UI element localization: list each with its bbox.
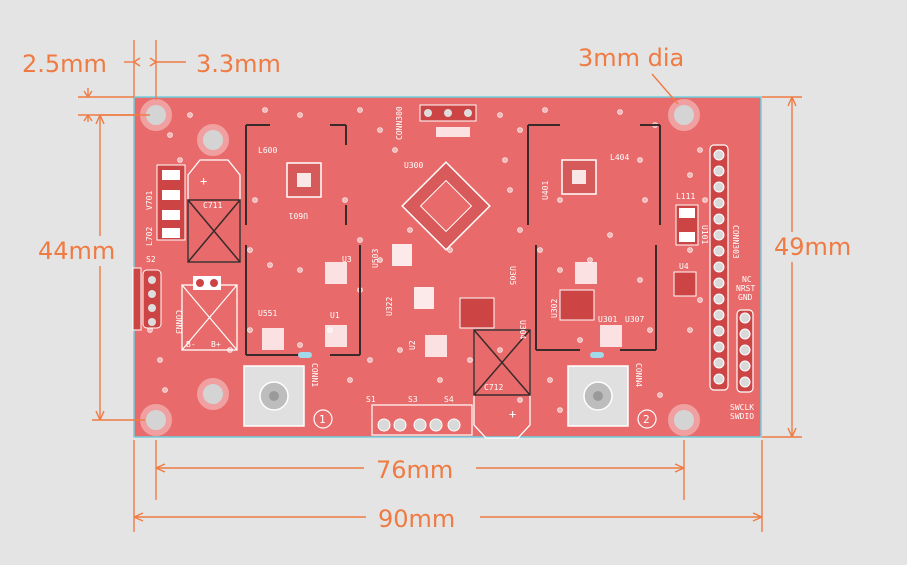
label-nrst: NRST xyxy=(736,284,755,293)
small-ics: U503 U304 U305 U322 U302 U307 U301 U3 U1… xyxy=(258,244,644,358)
conn303: CONN303 xyxy=(709,144,740,391)
label-u300: U300 xyxy=(404,161,423,170)
dimension-annotations: 2.5mm 3.3mm 3mm dia 44mm 49mm 76mm xyxy=(22,40,858,533)
label-u3: U3 xyxy=(342,255,352,264)
mounting-hole-left-mid-top xyxy=(197,124,229,156)
label-u1: U1 xyxy=(330,311,340,320)
label-s4: S4 xyxy=(444,395,454,404)
label-circle-2: 2 xyxy=(643,413,650,426)
label-u601: U601 xyxy=(289,211,308,220)
c711-capacitor: + C711 xyxy=(187,159,241,263)
l111-u101: L111 U101 xyxy=(675,192,709,246)
pcb-board: U300 CONN300 L600 U601 L404 U401 xyxy=(132,96,762,439)
mcu-u300: U300 xyxy=(401,161,491,251)
conn4-sma: CONN4 2 xyxy=(567,363,657,429)
label-s3: S3 xyxy=(408,395,418,404)
v701-l702: V701 L702 xyxy=(145,164,186,246)
label-u401: U401 xyxy=(541,181,550,200)
label-conn1: CONN1 xyxy=(310,363,319,387)
label-conn303: CONN303 xyxy=(731,225,740,259)
board-outline xyxy=(133,96,762,438)
dim-hole-offset-y: 3.3mm xyxy=(196,50,281,78)
conn3-battery: CONN3 B- B+ xyxy=(174,276,238,351)
svg-text:+: + xyxy=(200,174,207,188)
label-u2: U2 xyxy=(408,340,417,350)
label-u4: U4 xyxy=(679,262,689,271)
label-l404: L404 xyxy=(610,153,629,162)
u4: U4 xyxy=(673,262,697,297)
mounting-hole-bottom-left xyxy=(140,404,172,436)
rf-chip-left: L600 U601 xyxy=(258,146,322,220)
label-swdio: SWDIO xyxy=(730,412,754,421)
label-u305: U305 xyxy=(508,266,517,285)
label-s1: S1 xyxy=(366,395,376,404)
label-b-minus: B- xyxy=(186,340,196,349)
label-c711: C711 xyxy=(203,201,222,210)
dim-board-width: 90mm xyxy=(378,505,455,533)
label-u322: U322 xyxy=(385,297,394,316)
label-u551: U551 xyxy=(258,309,277,318)
label-swclk: SWCLK xyxy=(730,403,754,412)
mounting-hole-bottom-right xyxy=(668,404,700,436)
dim-hole-spacing-x: 76mm xyxy=(376,456,453,484)
label-circle-1: 1 xyxy=(319,413,326,426)
svg-text:+: + xyxy=(509,407,516,421)
label-u307: U307 xyxy=(625,315,644,324)
dim-board-height: 49mm xyxy=(774,233,851,261)
switch-row: S1 S3 S4 xyxy=(366,395,473,436)
label-u101: U101 xyxy=(700,225,709,244)
label-b-plus: B+ xyxy=(211,340,221,349)
label-l702: L702 xyxy=(145,227,154,246)
conn300: CONN300 xyxy=(395,104,477,140)
label-conn3: CONN3 xyxy=(174,310,183,334)
label-u301: U301 xyxy=(598,315,617,324)
c712-capacitor: + C712 xyxy=(473,329,531,439)
dim-hole-diameter: 3mm dia xyxy=(578,44,684,72)
conn1-sma: CONN1 1 xyxy=(243,363,333,429)
label-gnd: GND xyxy=(738,293,753,302)
label-l600: L600 xyxy=(258,146,277,155)
mounting-hole-top-right xyxy=(668,99,700,131)
rf-shields xyxy=(245,124,661,356)
mounting-holes xyxy=(140,99,700,436)
label-v701: V701 xyxy=(145,191,154,210)
dim-inner-height: 44mm xyxy=(38,237,115,265)
label-l111: L111 xyxy=(676,192,695,201)
dim-hole-offset-x: 2.5mm xyxy=(22,50,107,78)
label-c712: C712 xyxy=(484,383,503,392)
rf-chip-right: L404 U401 xyxy=(541,153,629,200)
label-u302: U302 xyxy=(550,299,559,318)
mounting-hole-left-mid-bottom xyxy=(197,378,229,410)
label-u304: U304 xyxy=(518,320,527,339)
label-conn300: CONN300 xyxy=(395,106,404,140)
s2-switch: S2 xyxy=(132,255,162,331)
label-nc: NC xyxy=(742,275,752,284)
label-u503: U503 xyxy=(371,249,380,268)
label-s2: S2 xyxy=(146,255,156,264)
swd-header: NC NRST GND SWCLK SWDIO xyxy=(730,275,755,421)
label-conn4: CONN4 xyxy=(634,363,643,387)
